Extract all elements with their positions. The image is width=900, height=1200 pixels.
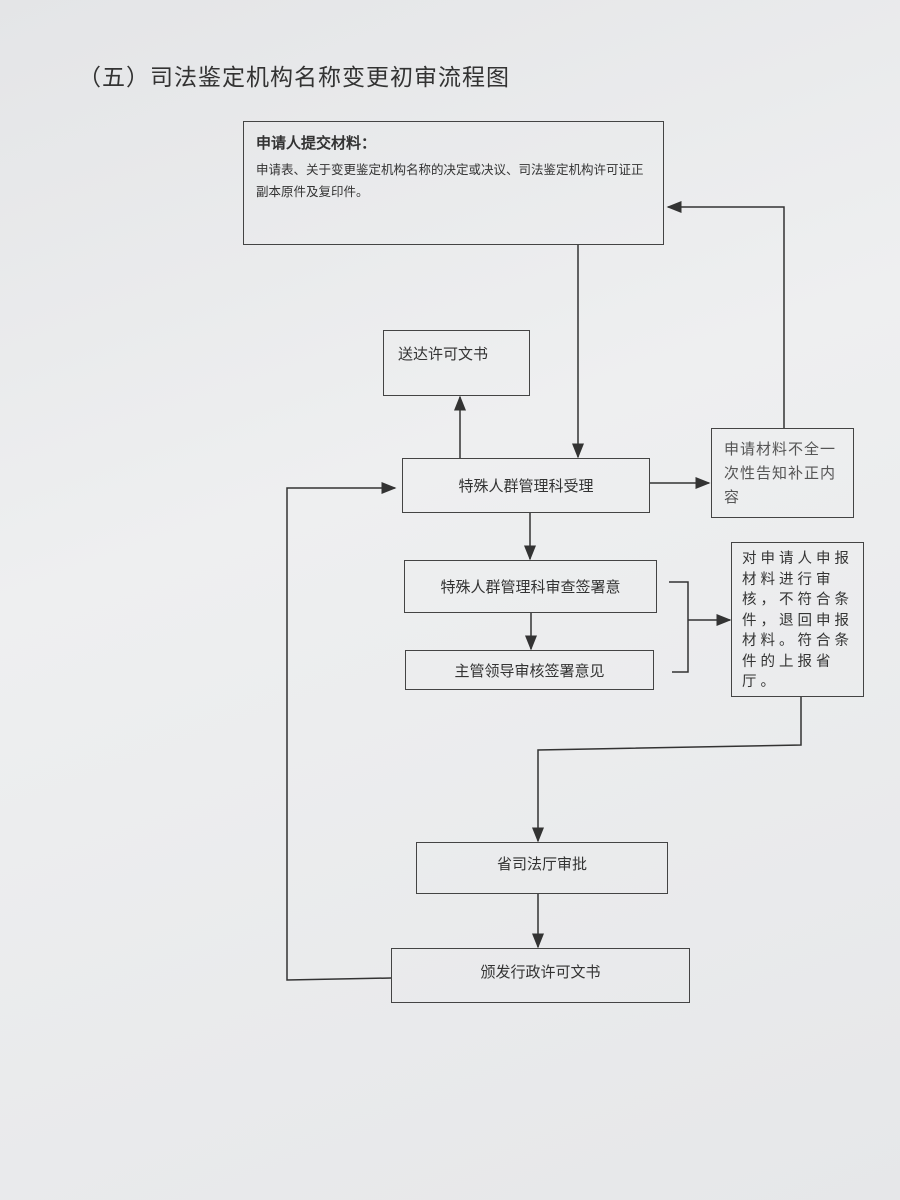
issue-box: 颁发行政许可文书: [391, 948, 690, 1003]
review-box: 特殊人群管理科审查签署意: [404, 560, 657, 613]
approve-label: 省司法厅审批: [496, 855, 587, 873]
leader-box: 主管领导审核签署意见: [405, 650, 654, 690]
arrow-incomplete-submit: [666, 201, 785, 428]
deliver-label: 送达许可文书: [398, 345, 489, 363]
incomplete-label: 申请材料不全一次性告知补正内容: [724, 440, 837, 506]
issue-label: 颁发行政许可文书: [480, 963, 601, 981]
arrow-check-approve: [532, 697, 802, 843]
page-title: （五）司法鉴定机构名称变更初审流程图: [78, 65, 510, 91]
deliver-box: 送达许可文书: [383, 330, 530, 396]
check-label: 对申请人申报材料进行审核，不符合条件，退回申报材料。符合条件的上报省厅。: [742, 551, 853, 690]
approve-box: 省司法厅审批: [416, 842, 668, 894]
accept-label: 特殊人群管理科受理: [458, 477, 594, 495]
leader-label: 主管领导审核签署意见: [454, 661, 605, 680]
review-label: 特殊人群管理科审查签署意: [440, 578, 621, 596]
incomplete-box: 申请材料不全一次性告知补正内容: [711, 428, 854, 518]
check-box: 对申请人申报材料进行审核，不符合条件，退回申报材料。符合条件的上报省厅。: [731, 542, 864, 697]
submit-materials-box: 申请人提交材料： 申请表、关于变更鉴定机构名称的决定或决议、司法鉴定机构许可证正…: [243, 121, 664, 245]
submit-body: 申请表、关于变更鉴定机构名称的决定或决议、司法鉴定机构许可证正副本原件及复印件。: [256, 162, 644, 199]
bracket: [669, 581, 689, 673]
accept-box: 特殊人群管理科受理: [402, 458, 650, 513]
arrow-issue-accept: [286, 482, 397, 981]
submit-heading: 申请人提交材料：: [256, 134, 377, 152]
